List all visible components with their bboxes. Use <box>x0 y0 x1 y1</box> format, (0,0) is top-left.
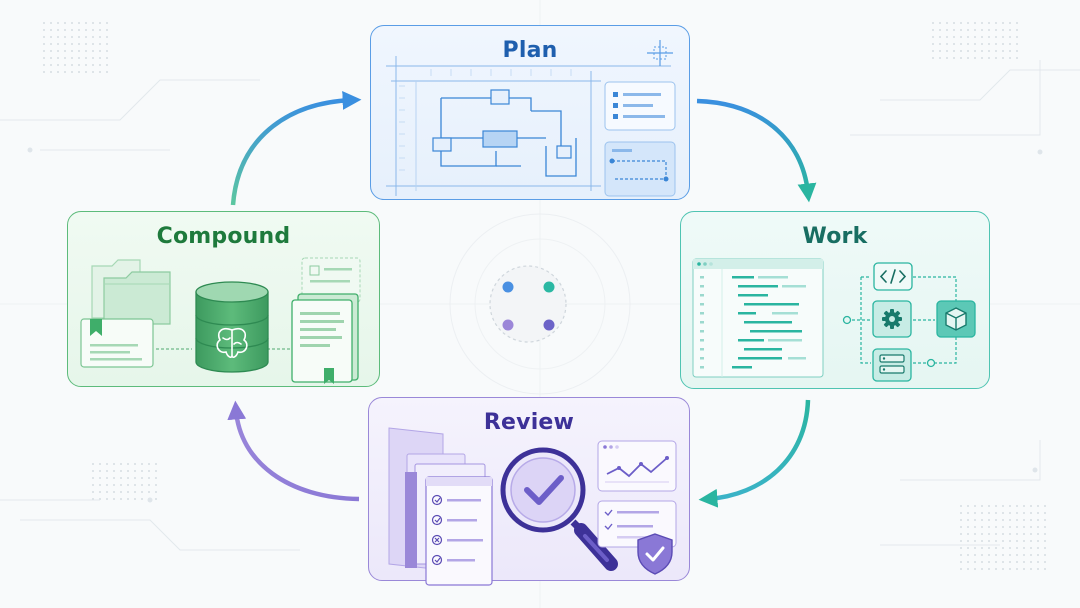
review-title: Review <box>483 410 575 435</box>
blueprint-icon <box>386 56 671 196</box>
server-icon <box>872 348 912 382</box>
center-hub <box>489 265 567 343</box>
work-title: Work <box>802 224 868 249</box>
compound-title: Compound <box>156 224 291 249</box>
code-editor-icon <box>692 258 824 378</box>
gear-icon <box>872 300 912 338</box>
code-tag-icon <box>873 262 913 291</box>
hub-dot-indigo <box>543 319 555 331</box>
shield-check-icon <box>637 533 673 575</box>
service-graph <box>842 276 957 368</box>
folder-icon <box>91 259 171 325</box>
arrow-compound-to-plan <box>230 90 362 206</box>
line-chart-icon <box>597 440 677 492</box>
timeline-icon <box>604 141 676 197</box>
review-card: Review <box>368 397 690 586</box>
plan-title: Plan <box>502 38 558 63</box>
arrow-work-to-review <box>698 399 811 508</box>
plan-card: Plan <box>370 25 690 200</box>
magnifier-check-icon <box>500 447 618 571</box>
cycle-arrows <box>227 90 817 508</box>
arrow-review-to-compound <box>227 400 360 502</box>
hub-dot-purple <box>502 319 514 331</box>
hub-dot-teal <box>543 281 555 293</box>
bookmark-card-icon <box>80 318 154 368</box>
checklist-icon <box>604 81 676 131</box>
work-card: Work <box>680 211 990 389</box>
book-icon <box>291 257 361 384</box>
checklist-icon <box>425 476 493 586</box>
cube-icon <box>936 300 976 338</box>
database-brain-icon <box>195 281 269 373</box>
compound-card: Compound <box>67 211 380 387</box>
crosshair-icon <box>647 40 673 66</box>
arrow-plan-to-work <box>696 98 817 203</box>
hub-dot-blue <box>502 281 514 293</box>
